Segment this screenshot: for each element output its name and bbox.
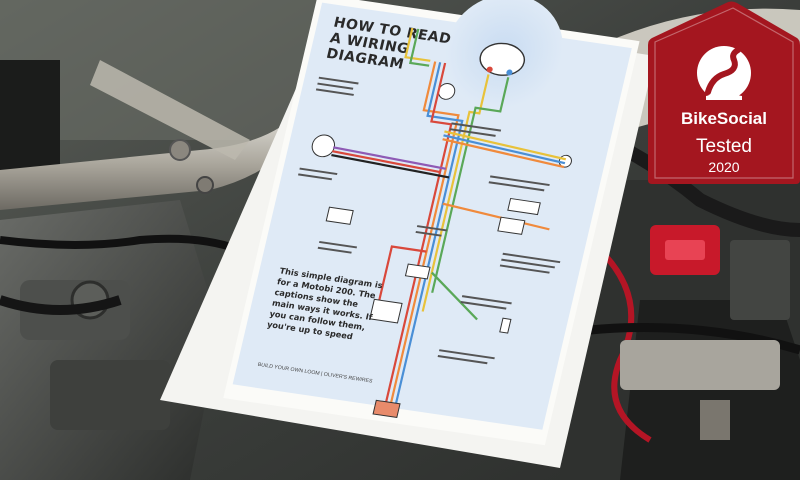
note-line [451,122,502,132]
note-line [501,258,556,269]
note-line [318,76,359,85]
wire-red-gen [332,150,441,174]
note-line [438,349,495,360]
wire-blue-tail [443,134,566,165]
annotation-notes [298,76,561,365]
black-hose [0,295,122,315]
note-line [460,300,507,310]
wire-black [331,154,450,179]
badge-status: Tested [696,136,752,157]
badge-inner-outline [654,7,794,179]
dial-lamp-blue [506,69,513,76]
engine-cover [50,360,170,430]
paper-tint-panel [232,2,632,430]
wire-red-left [377,245,427,306]
wire-orange-right [442,202,550,231]
note-line [299,167,338,176]
flasher-box [507,197,541,216]
electrical-box [730,240,790,320]
wire-orange-tail [442,138,565,169]
wire-red [385,62,453,402]
spark-plug-symbol [499,317,512,334]
wiring-diagram-sheet: HOW TO READ A WIRING DIAGRAM [223,0,640,446]
note-line [489,175,550,187]
wire-green [431,77,510,293]
subframe-rail [0,120,300,210]
rear-connector [372,399,401,419]
regulator-box [325,206,354,225]
note-line [416,225,448,232]
bolt-stud [700,400,730,440]
note-line [319,240,358,249]
black-hose [0,234,242,254]
red-terminal-highlight [665,240,705,260]
wire-yellow-tail [444,130,567,161]
battery-box [369,298,403,324]
note-line [499,264,550,274]
note-line [315,88,354,96]
wire-green-top [408,28,430,67]
wire-yellow-top [404,27,431,62]
road-base [706,94,742,100]
badge-year: 2020 [708,159,739,175]
badge-brand: BikeSocial [681,109,767,128]
wire-orange [390,61,460,403]
bikesocial-badge: BikeSocial Tested 2020 [648,1,800,184]
bolt-head [196,176,214,194]
wire-purple [332,146,447,170]
note-line [317,246,352,254]
note-line [461,295,512,305]
note-line [437,355,488,365]
fuse-box [404,263,431,280]
dial-lamp-red [486,66,493,73]
wire-loom [331,27,567,404]
bolt-head [169,139,191,161]
note-line [488,181,545,192]
road-curve-icon [705,47,741,95]
note-line [415,230,442,237]
note-line [298,173,333,181]
note-line [502,252,561,264]
metal-bracket [620,340,780,390]
note-line [449,128,496,137]
note-line [317,82,354,90]
wire-green-lower [430,271,478,321]
ignition-box [497,216,526,235]
frame-strut [90,60,250,160]
wire-blue [394,62,464,404]
road-logo-icon [697,46,751,100]
